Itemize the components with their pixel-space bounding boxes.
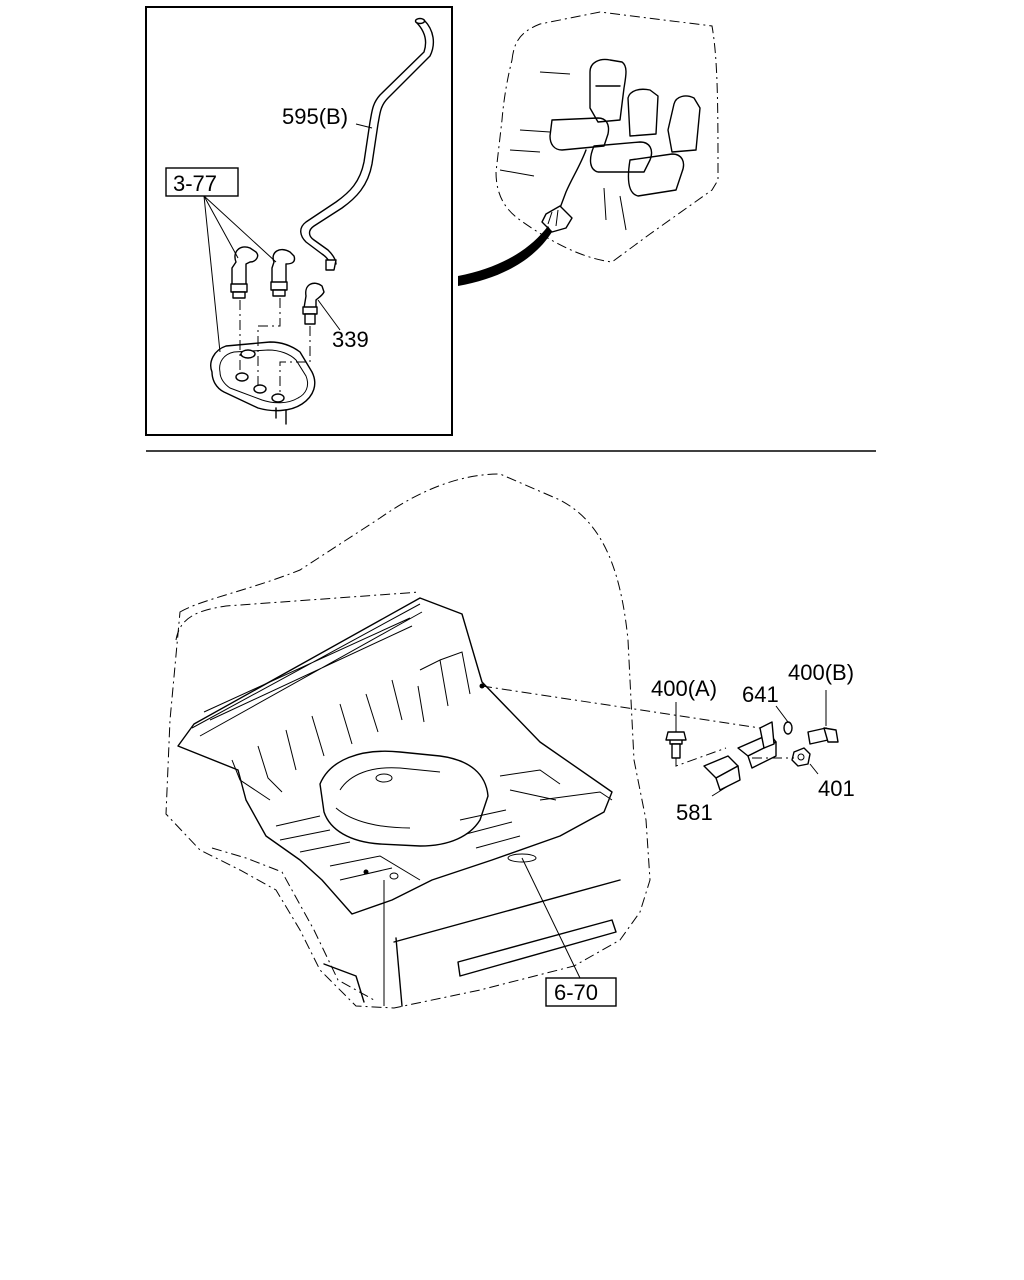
elbow-drain-2 — [270, 248, 296, 297]
label-595b: 595(B) — [282, 104, 348, 129]
inset-panel: 595(B) 3-77 339 — [145, 6, 453, 436]
label-339: 339 — [332, 327, 369, 352]
elbow-drain-1 — [230, 246, 259, 299]
label-3-77: 3-77 — [173, 171, 217, 196]
label-6-70: 6-70 — [554, 980, 598, 1005]
label-401: 401 — [818, 776, 855, 801]
drain-tray — [210, 341, 316, 425]
bolt-400a — [665, 702, 687, 759]
label-641: 641 — [742, 682, 779, 707]
nut-401 — [791, 747, 811, 767]
cab-floor-assembly — [165, 473, 761, 1009]
label-400b: 400(B) — [788, 660, 854, 685]
bracket-581 — [703, 721, 777, 791]
cab-interior-view — [458, 11, 719, 286]
washer-641 — [783, 721, 793, 735]
bolt-400b — [807, 727, 839, 745]
bracket-hardware — [665, 690, 839, 797]
elbow-drain-339 — [302, 282, 325, 325]
drain-hose-595b — [300, 17, 435, 271]
label-400a: 400(A) — [651, 676, 717, 701]
label-581: 581 — [676, 800, 713, 825]
